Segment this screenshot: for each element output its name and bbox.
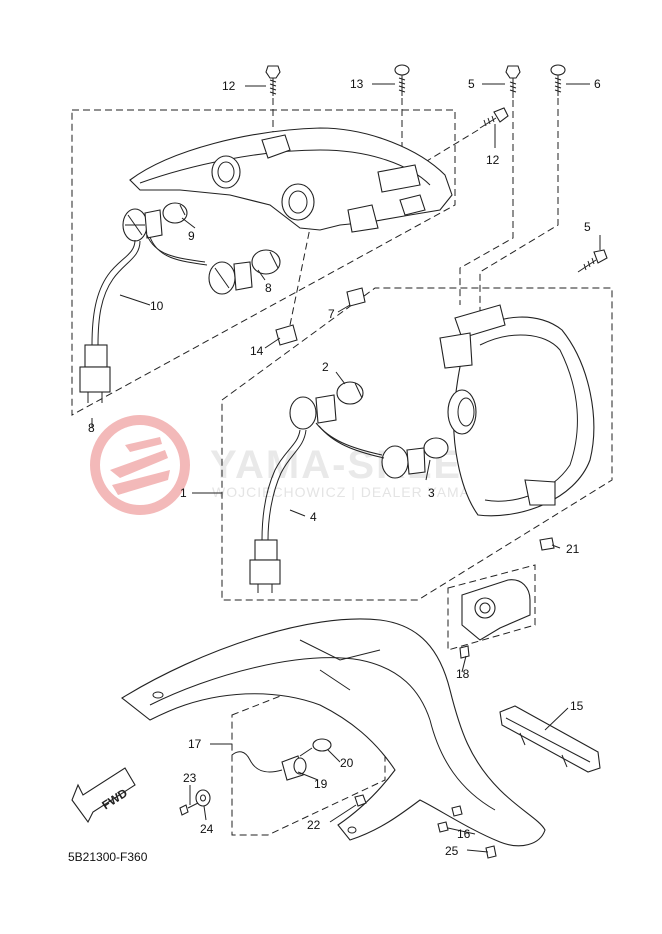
socket-9 — [208, 249, 281, 295]
bolt-5-top — [459, 65, 521, 305]
callout-5: 5 — [468, 77, 475, 91]
flasher-housing-upper — [129, 127, 453, 233]
socket-20 — [231, 751, 307, 781]
callout-21: 20 — [340, 756, 354, 770]
leader-lines — [91, 217, 569, 853]
bolt-19 — [459, 645, 470, 659]
callout-labels: 12 13 5 6 12 5 9 8 10 7 14 2 8 1 3 4 21 … — [88, 77, 601, 858]
watermark-logo — [90, 415, 190, 515]
callout-12b: 12 — [486, 153, 500, 167]
bulb-21 — [299, 738, 332, 757]
callout-19: 18 — [456, 667, 470, 681]
callout-14: 14 — [250, 344, 264, 358]
license-light-15 — [499, 705, 601, 773]
callout-18: 17 — [188, 737, 202, 751]
nut-16b — [451, 805, 463, 817]
tail-light-22 — [461, 537, 555, 641]
callout-13: 13 — [350, 77, 364, 91]
callout-22: 21 — [566, 542, 580, 556]
nut-16 — [437, 821, 449, 833]
callout-16: 16 — [457, 827, 471, 841]
rear-fender — [121, 618, 546, 847]
callout-5b: 5 — [584, 220, 591, 234]
socket-10 — [122, 202, 188, 242]
watermark-subtitle: WOJCIECHOWICZ | DEALER YAMAHA — [212, 484, 491, 500]
harness-4 — [249, 422, 385, 593]
clip-7 — [346, 287, 366, 307]
bolt-12-right — [411, 107, 509, 171]
assembly-box-22 — [447, 564, 536, 651]
bolt-5-right — [577, 235, 608, 273]
callout-12: 12 — [222, 79, 236, 93]
socket-2 — [289, 381, 364, 430]
callout-3: 3 — [428, 486, 435, 500]
callout-9: 8 — [265, 281, 272, 295]
callout-24: 23 — [183, 771, 197, 785]
nut-23 — [354, 794, 367, 807]
callout-20: 19 — [314, 777, 328, 791]
callout-8: 8 — [88, 421, 95, 435]
bolt-12-top — [245, 65, 281, 140]
clip-14 — [275, 227, 311, 346]
callout-7: 7 — [328, 307, 335, 321]
callout-15: 15 — [570, 699, 584, 713]
callout-1: 1 — [180, 486, 187, 500]
forward-arrow: FWD — [71, 767, 136, 824]
callout-25: 24 — [200, 822, 214, 836]
nut-17 — [485, 845, 497, 859]
callout-10: 9 — [188, 229, 195, 243]
bolt-6 — [479, 64, 590, 320]
bolt-24 — [179, 802, 199, 816]
callout-2: 2 — [322, 360, 329, 374]
washer-25 — [195, 789, 211, 807]
diagram-code: 5B21300-F360 — [68, 850, 148, 864]
callout-11: 10 — [150, 299, 164, 313]
callout-4: 4 — [310, 510, 317, 524]
callout-6: 6 — [594, 77, 601, 91]
callout-23: 22 — [307, 818, 321, 832]
assembly-box-1 — [221, 287, 613, 601]
harness-11 — [79, 234, 208, 403]
assembly-box-8 — [71, 109, 456, 416]
flasher-housing-lower — [439, 304, 595, 517]
callout-17: 25 — [445, 844, 459, 858]
socket-3 — [381, 437, 449, 479]
